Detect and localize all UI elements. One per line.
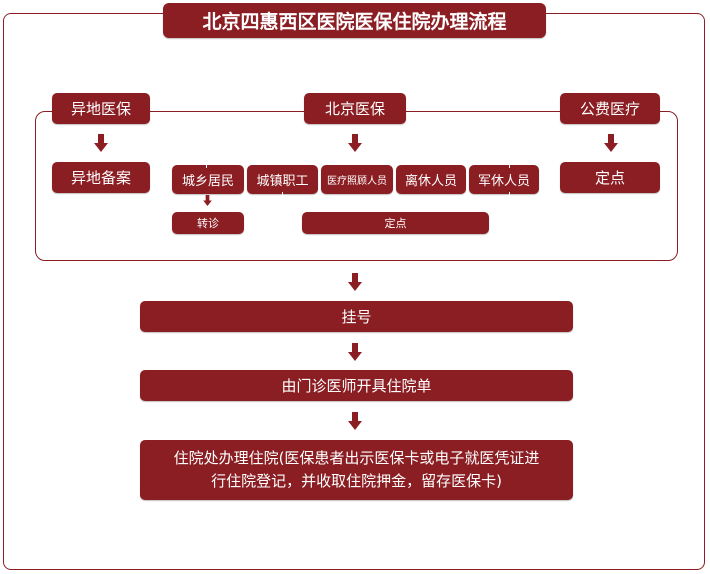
referral-box: 转诊: [172, 212, 244, 234]
small-down-arrow-icon: [203, 195, 212, 206]
step-admission-slip: 由门诊医师开具住院单: [140, 370, 573, 401]
step-admission-office: 住院处办理住院(医保患者出示医保卡或电子就医凭证进 行住院登记，并收取住院押金，…: [140, 440, 573, 500]
out-of-town-filing-box: 异地备案: [52, 162, 150, 193]
public-medical-box: 公费医疗: [560, 93, 660, 124]
down-arrow-icon: [348, 412, 362, 430]
step-registration: 挂号: [140, 301, 573, 332]
group-medical-care-personnel: 医疗照顾人员: [321, 165, 393, 194]
down-arrow-icon: [348, 134, 362, 152]
down-arrow-icon: [94, 134, 108, 152]
admission-office-line-1: 住院处办理住院(医保患者出示医保卡或电子就医凭证进: [173, 449, 540, 467]
group-retired-military: 军休人员: [469, 165, 539, 194]
public-designated-box: 定点: [560, 162, 660, 193]
group-top-connector: [206, 158, 510, 168]
down-arrow-icon: [348, 343, 362, 361]
group-urban-rural-residents: 城乡居民: [172, 165, 244, 194]
group-retired-cadres: 离休人员: [396, 165, 466, 194]
beijing-designated-box: 定点: [302, 212, 489, 234]
admission-office-line-2: 行住院登记，并收取住院押金，留存医保卡): [211, 472, 502, 490]
group-urban-employees: 城镇职工: [247, 165, 318, 194]
down-arrow-icon: [348, 273, 362, 291]
down-arrow-icon: [604, 134, 618, 152]
out-of-town-insurance-box: 异地医保: [52, 93, 150, 124]
beijing-insurance-box: 北京医保: [304, 93, 406, 124]
page-title: 北京四惠西区医院医保住院办理流程: [163, 3, 546, 38]
